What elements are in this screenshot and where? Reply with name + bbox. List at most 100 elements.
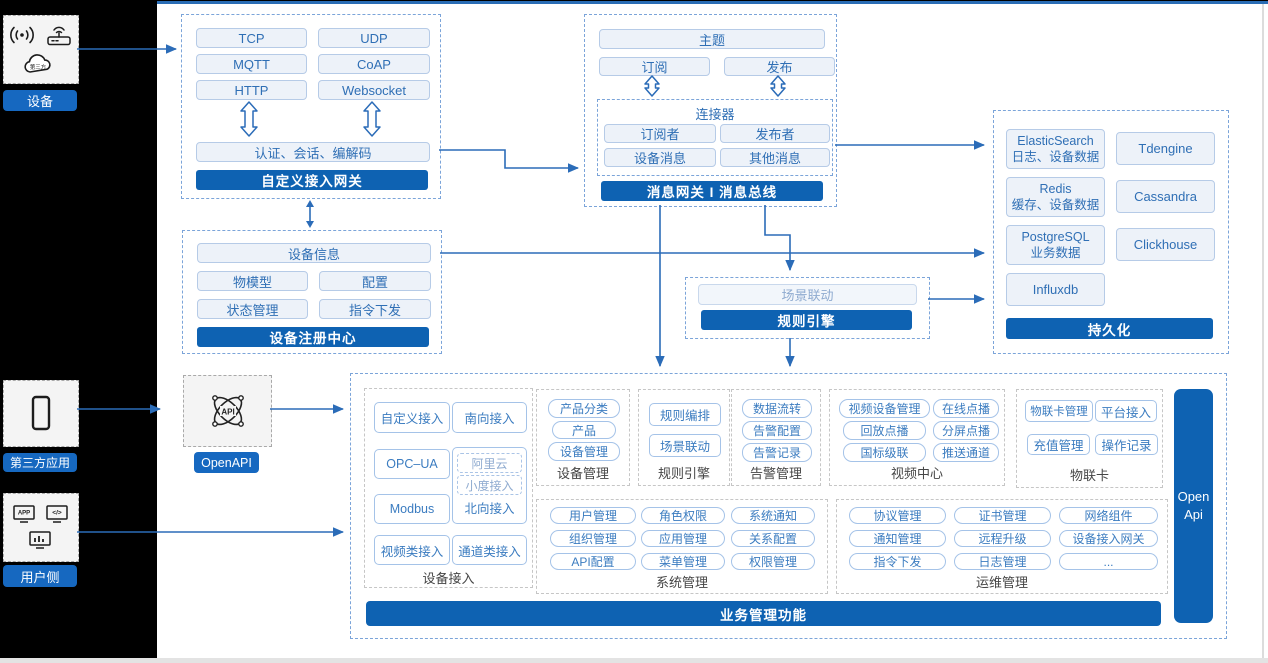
- playback-item: 回放点播: [843, 421, 926, 440]
- openapi-box: API: [183, 375, 272, 447]
- north-access-group: 阿里云 小度接入 北向接入: [452, 447, 527, 524]
- opcua-item: OPC–UA: [374, 449, 450, 479]
- cassandra-pill: Cassandra: [1116, 180, 1215, 213]
- device-sources-box: 第三方: [3, 15, 79, 84]
- cert-mgmt-item: 证书管理: [954, 507, 1051, 524]
- status-mgmt-pill: 状态管理: [197, 299, 308, 319]
- remote-upgrade-item: 远程升级: [954, 530, 1051, 547]
- message-gateway-title-bar: 消息网关 I 消息总线: [601, 181, 823, 201]
- role-perm-item: 角色权限: [641, 507, 725, 524]
- section-alarm-mgmt: 数据流转 告警配置 告警记录 告警管理: [731, 389, 821, 486]
- data-flow-item: 数据流转: [742, 399, 812, 418]
- thing-model-pill: 物模型: [197, 271, 308, 291]
- publish-pill: 发布: [724, 57, 835, 76]
- gb-cascade-item: 国标级联: [843, 443, 926, 462]
- topic-pill: 主题: [599, 29, 825, 49]
- network-comp-item: 网络组件: [1059, 507, 1158, 524]
- router-icon: [47, 26, 71, 45]
- smartphone-icon: [31, 395, 51, 430]
- iot-card-mgmt-item: 物联卡管理: [1025, 400, 1093, 422]
- scene-linkage-item: 场景联动: [649, 434, 721, 457]
- user-side-icons: APP </>: [13, 504, 68, 549]
- section-video-center: 视频设备管理 在线点播 回放点播 分屏点播 国标级联 推送通道 视频中心: [829, 389, 1005, 486]
- updown-arrowheads: [306, 200, 314, 228]
- user-mgmt-item: 用户管理: [550, 507, 636, 524]
- protocol-pill-http: HTTP: [196, 80, 307, 100]
- more-item: ...: [1059, 553, 1158, 570]
- clickhouse-pill: Clickhouse: [1116, 228, 1215, 261]
- menu-mgmt-item: 菜单管理: [641, 553, 725, 570]
- protocol-pill-websocket: Websocket: [318, 80, 430, 100]
- rule-engine-label: 规则引擎: [657, 466, 710, 481]
- video-center-label: 视频中心: [890, 466, 943, 481]
- device-registry-box: 设备信息 物模型 配置 状态管理 指令下发 设备注册中心: [182, 230, 442, 354]
- connector-title: 连接器: [695, 107, 735, 122]
- business-title-bar: 业务管理功能: [366, 601, 1161, 626]
- dashboard-screen-icon: [29, 530, 51, 549]
- section-ops-mgmt: 协议管理 证书管理 网络组件 通知管理 远程升级 设备接入网关 指令下发 日志管…: [836, 499, 1168, 594]
- custom-gateway-title-bar: 自定义接入网关: [196, 170, 428, 190]
- protocol-pill-coap: CoAP: [318, 54, 430, 74]
- device-icons: 第三方: [10, 26, 71, 73]
- section-device-access: 自定义接入 南向接入 OPC–UA 阿里云 小度接入 北向接入 Modbus 视…: [364, 388, 533, 588]
- tdengine-pill: Tdengine: [1116, 132, 1215, 165]
- influxdb-pill: Influxdb: [1006, 273, 1105, 306]
- command-issue-item: 指令下发: [849, 553, 946, 570]
- custom-access-item: 自定义接入: [374, 402, 450, 433]
- log-mgmt-item: 日志管理: [954, 553, 1051, 570]
- app-mgmt-item: 应用管理: [641, 530, 725, 547]
- system-notice-item: 系统通知: [731, 507, 815, 524]
- persistence-title-bar: 持久化: [1006, 318, 1213, 339]
- code-screen-icon: </>: [46, 504, 68, 523]
- alarm-config-item: 告警配置: [742, 421, 812, 440]
- system-mgmt-label: 系统管理: [655, 575, 708, 590]
- section-rule-engine: 规则编排 场景联动 规则引擎: [638, 389, 730, 486]
- api-text: API: [221, 408, 234, 417]
- device-mgmt-item: 设备管理: [548, 442, 620, 461]
- rule-engine-title-bar: 规则引擎: [701, 310, 912, 330]
- device-msg-pill: 设备消息: [604, 148, 716, 167]
- third-party-box: [3, 380, 79, 447]
- protocol-pill-udp: UDP: [318, 28, 430, 48]
- cloud-label: 第三方: [30, 63, 47, 71]
- third-party-cloud-icon: 第三方: [24, 53, 51, 73]
- api-config-item: API配置: [550, 553, 636, 570]
- aliyun-item: 阿里云: [457, 453, 522, 473]
- product-item: 产品: [552, 421, 616, 439]
- alarm-record-item: 告警记录: [742, 443, 812, 462]
- subscriber-pill: 订阅者: [604, 124, 716, 143]
- user-side-box: APP </>: [3, 493, 79, 562]
- operation-record-item: 操作记录: [1095, 434, 1158, 455]
- section-iot-card: 物联卡管理 平台接入 充值管理 操作记录 物联卡: [1016, 389, 1163, 488]
- platform-access-item: 平台接入: [1095, 400, 1157, 422]
- video-device-mgmt-item: 视频设备管理: [839, 399, 930, 418]
- protocol-pill-tcp: TCP: [196, 28, 307, 48]
- rule-engine-box: 场景联动 规则引擎: [685, 277, 930, 339]
- subscribe-pill: 订阅: [599, 57, 710, 76]
- xiaodu-item: 小度接入: [457, 475, 522, 495]
- recharge-mgmt-item: 充值管理: [1027, 434, 1090, 455]
- section-device-mgmt: 产品分类 产品 设备管理 设备管理: [536, 389, 630, 486]
- video-access-item: 视频类接入: [374, 535, 450, 565]
- top-accent-line: [157, 1, 1268, 4]
- notice-mgmt-item: 通知管理: [849, 530, 946, 547]
- device-registry-title-bar: 设备注册中心: [197, 327, 429, 347]
- south-access-item: 南向接入: [452, 402, 527, 433]
- wire-messagebus-to-rule-engine: [764, 205, 795, 272]
- session-row: 认证、会话、编解码: [196, 142, 430, 162]
- rule-orchestration-item: 规则编排: [649, 403, 721, 426]
- ops-mgmt-label: 运维管理: [975, 575, 1028, 590]
- split-screen-item: 分屏点播: [933, 421, 999, 440]
- connector-box: 连接器 订阅者 发布者 设备消息 其他消息: [597, 99, 833, 176]
- device-access-label: 设备接入: [422, 571, 475, 586]
- publisher-pill: 发布者: [720, 124, 830, 143]
- device-label: 设备: [3, 90, 77, 111]
- config-pill: 配置: [319, 271, 431, 291]
- openapi-label: OpenAPI: [194, 452, 259, 473]
- top-edge: [0, 0, 1268, 1]
- push-channel-item: 推送通道: [933, 443, 999, 462]
